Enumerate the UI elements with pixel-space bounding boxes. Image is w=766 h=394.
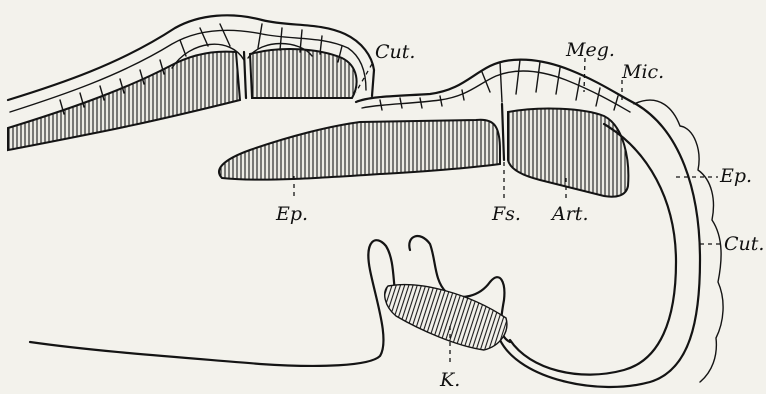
right-articular-block (508, 109, 628, 197)
label-ep-right: Ep. (719, 165, 752, 187)
label-cut-upper: Cut. (375, 41, 415, 63)
lower-region (30, 236, 510, 366)
left-cutis-block (250, 49, 357, 98)
left-fissure (244, 52, 246, 98)
label-k: K. (439, 369, 460, 391)
label-art: Art. (550, 203, 588, 225)
right-outer-contour (356, 60, 636, 104)
label-fs: Fs. (491, 203, 521, 225)
bottom-curve (30, 240, 398, 366)
right-epidermis-tongue (219, 120, 500, 180)
right-fissure (502, 104, 504, 160)
k-hatched-tissue (385, 285, 507, 350)
label-meg: Meg. (565, 39, 615, 61)
leader-cut-upper (356, 64, 372, 92)
label-ep-bottom: Ep. (275, 203, 308, 225)
label-mic: Mic. (621, 61, 664, 83)
label-cut-right: Cut. (724, 233, 764, 255)
leader-meg (584, 58, 585, 92)
right-cutis-wavy (634, 100, 723, 382)
